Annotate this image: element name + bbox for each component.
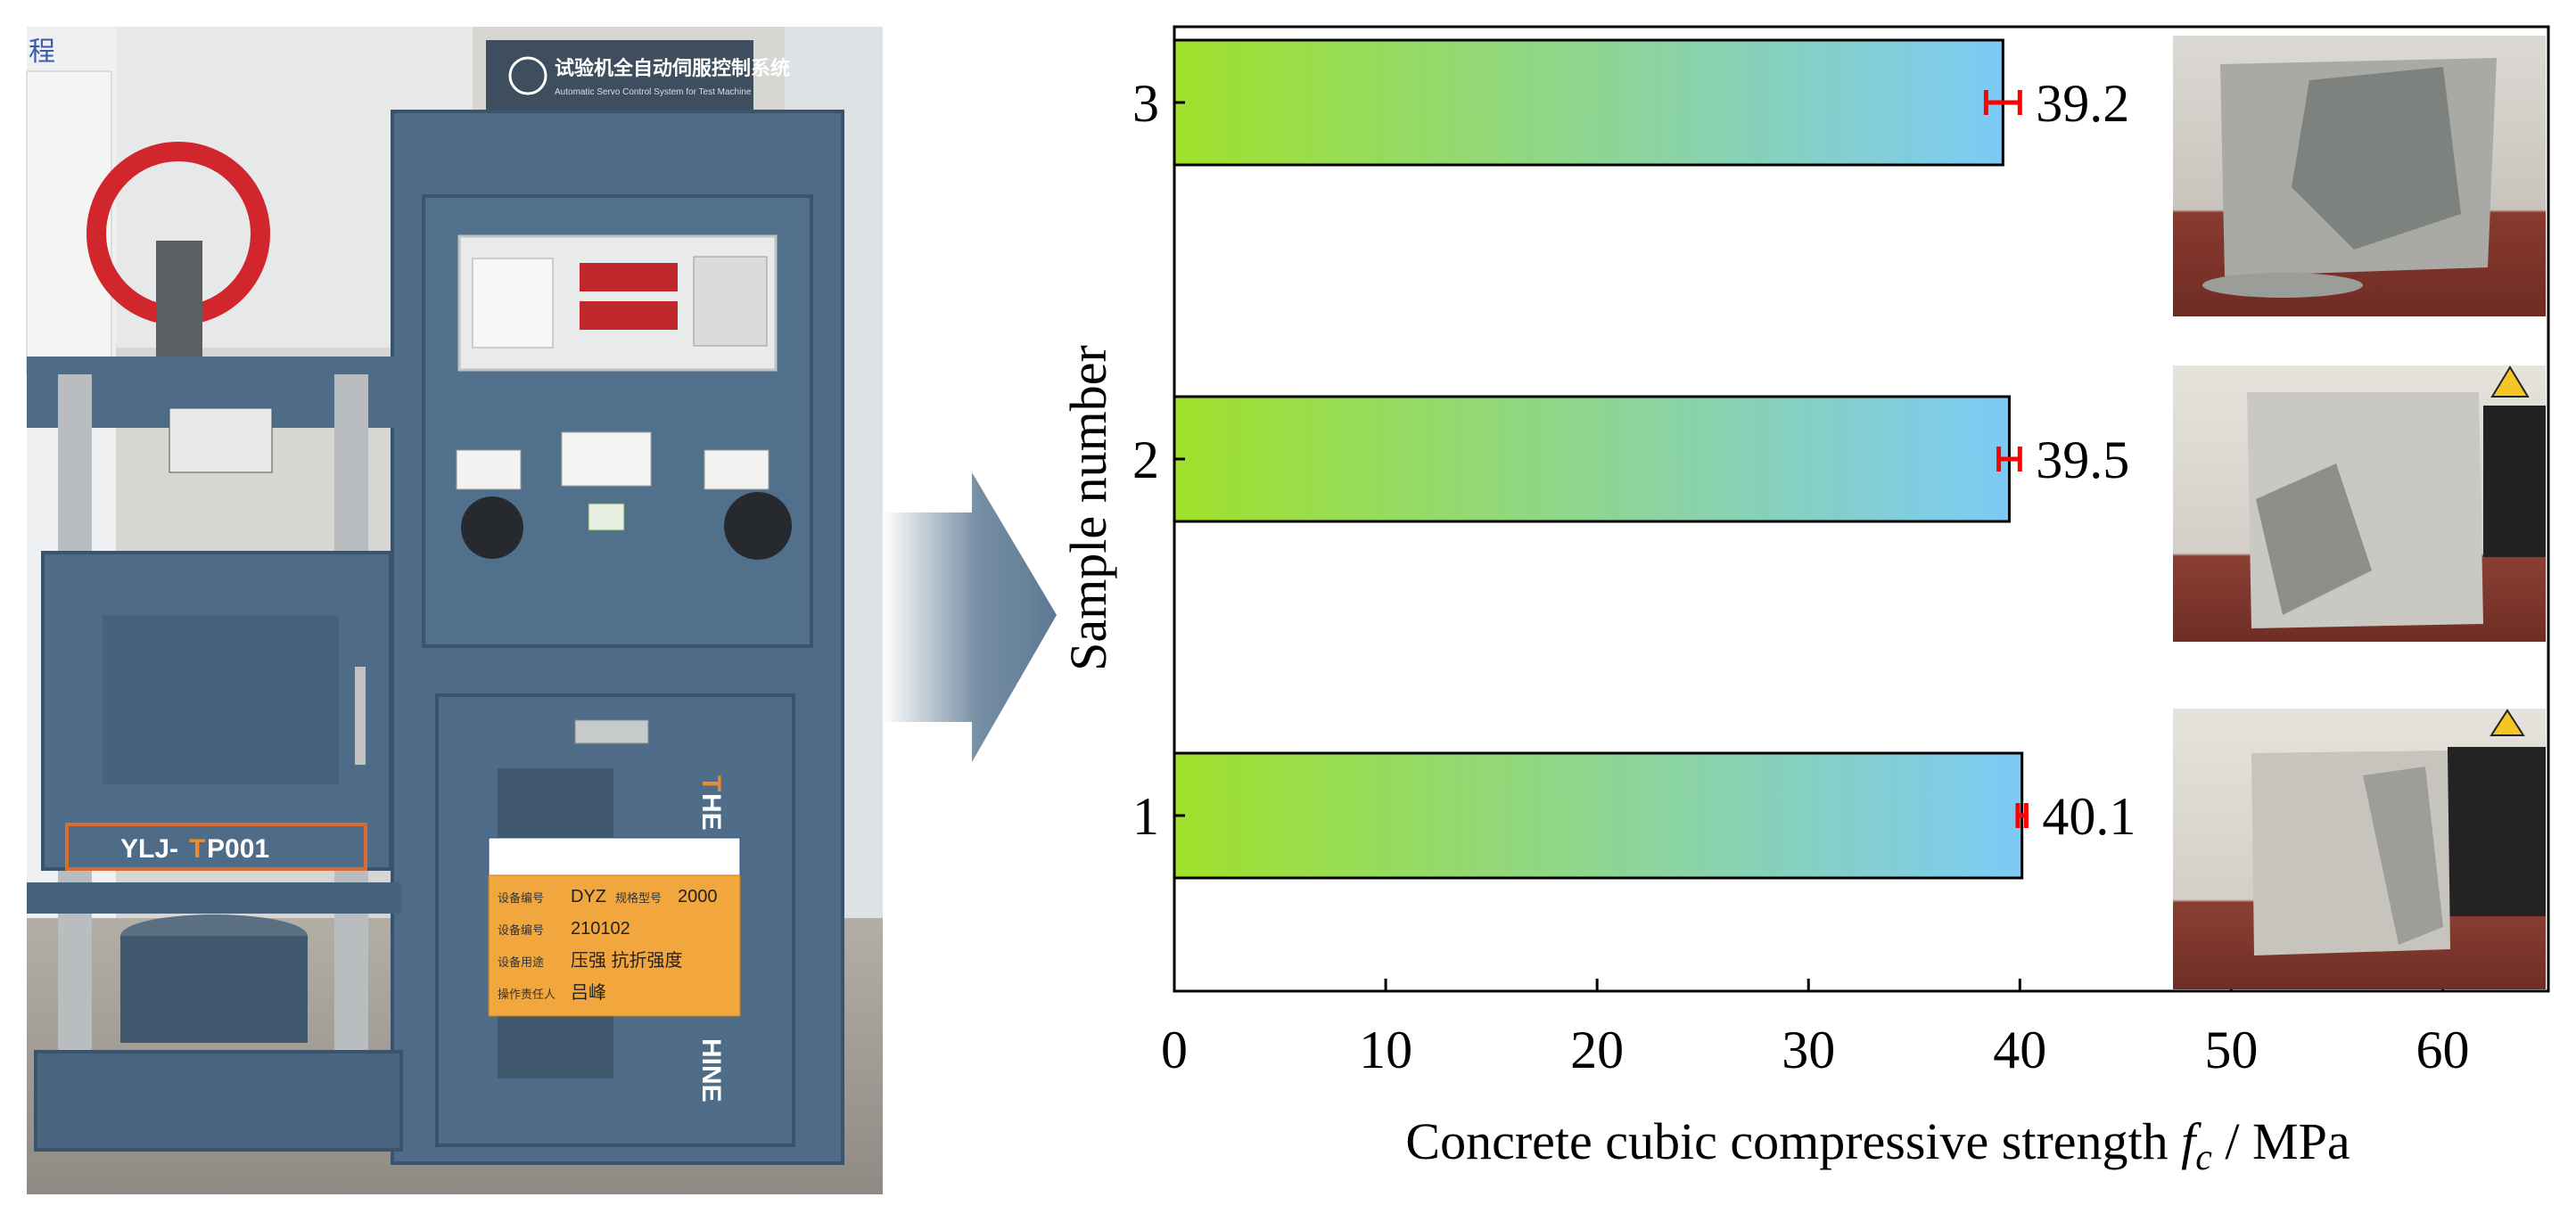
equipment-tag: [488, 874, 741, 1017]
specimen-photo-3: [2173, 36, 2546, 316]
x-axis-label-sub: c: [2195, 1137, 2212, 1178]
tag-header: [488, 837, 741, 876]
gauge-left: [456, 449, 522, 490]
tag-row-value: DYZ: [571, 887, 606, 906]
nameplate: [169, 407, 273, 473]
tag-row-value: 210102: [571, 919, 630, 939]
warning-sign-icon-1: [2490, 709, 2525, 736]
knob-left: [461, 496, 523, 559]
equipment-tag-rows: 设备编号 DYZ 规格型号 2000 设备编号 210102 设备用途 压强 抗折强度操作责任…: [498, 887, 718, 1003]
tag-row-label-2: 规格型号: [615, 891, 662, 905]
wall-poster-char: 程: [29, 37, 55, 67]
bar-sample-3: [1173, 38, 2004, 167]
door-vent-bottom: [498, 1007, 613, 1078]
compression-press: YLJ- T P001: [27, 142, 403, 1152]
x-tick-label-60: 60: [2416, 1021, 2469, 1079]
bar-sample-2: [1173, 395, 2011, 523]
knob-right: [724, 492, 792, 560]
y-tick-label-1: 1: [1132, 787, 1159, 846]
controller-keypad: [693, 256, 768, 347]
tag-row-label: 设备用途: [498, 955, 544, 969]
side-text-accent: T: [696, 775, 726, 791]
green-label: [588, 503, 625, 531]
x-tick-label-10: 10: [1359, 1021, 1412, 1079]
controller-display-bottom: [580, 301, 678, 330]
side-text-rest: HE: [696, 793, 726, 831]
side-text-bottom: HINE: [696, 1038, 726, 1103]
tag-row-label: 操作责任人: [498, 988, 556, 1001]
x-tick-label-50: 50: [2204, 1021, 2258, 1079]
x-axis-label: Concrete cubic compressive strength fc /…: [1405, 1112, 2350, 1178]
frame-label-accent: T: [189, 834, 205, 864]
tag-row-value: 压强 抗折强度: [571, 950, 683, 971]
instruction-label: [561, 431, 652, 487]
testing-machine-photo: 程 试验机全自动伺服控制系统 Automatic Servo Control S…: [26, 27, 883, 1194]
cabinet-top-sign: [486, 40, 753, 111]
specimen-3-crack-face: [2292, 67, 2461, 250]
y-tick-label-2: 2: [1132, 430, 1159, 489]
door-vent-top: [498, 768, 613, 840]
control-cabinet: 试验机全自动伺服控制系统 Automatic Servo Control Sys…: [391, 40, 844, 1165]
y-axis-label: Sample number: [1059, 345, 1117, 671]
value-label-sample-2: 39.5: [2036, 430, 2129, 489]
specimen-2-bag: [2483, 406, 2546, 557]
x-axis-label-unit: / MPa: [2212, 1112, 2350, 1170]
transition-arrow: [883, 472, 1057, 762]
tag-row-label: 设备编号: [498, 891, 544, 905]
guard-perforated-panel: [103, 615, 339, 784]
bars-group: 39.2 39.5 40.1: [1173, 38, 2136, 880]
x-axis-label-main: Concrete cubic compressive strength: [1405, 1112, 2181, 1170]
controller-display-top: [580, 263, 678, 291]
door-handle: [574, 719, 649, 744]
value-label-sample-1: 40.1: [2042, 787, 2136, 846]
specimen-photo-2: [2173, 365, 2546, 642]
lower-platen: [27, 882, 401, 914]
cabinet-sign-subtitle: Automatic Servo Control System for Test …: [555, 87, 752, 97]
cabinet-sign-title: 试验机全自动伺服控制系统: [555, 57, 790, 79]
press-base: [34, 1050, 403, 1152]
value-label-sample-3: 39.2: [2036, 74, 2129, 133]
specimen-3-debris: [2202, 273, 2363, 298]
x-tick-label-30: 30: [1782, 1021, 1835, 1079]
gauge-right: [704, 449, 770, 490]
specimen-photo-1: [2173, 709, 2546, 989]
frame-label-prefix: YLJ-: [120, 834, 178, 864]
tag-row-label: 设备编号: [498, 923, 544, 937]
cabinet-logo-icon: [508, 56, 547, 95]
y-ticks-group: 3 2 1: [1132, 74, 1185, 846]
y-tick-label-3: 3: [1132, 74, 1159, 133]
specimen-2-crack-face: [2256, 463, 2372, 615]
x-tick-label-40: 40: [1993, 1021, 2046, 1079]
bar-sample-1: [1173, 751, 2024, 880]
specimen-photos: [2173, 36, 2546, 989]
guard-label-strip: [65, 823, 367, 871]
frame-label-suffix: P001: [207, 834, 269, 864]
specimen-1-bag: [2448, 747, 2546, 916]
tag-row-value: 吕峰: [571, 982, 606, 1003]
piston-cylinder: [120, 936, 308, 1043]
controller-printer: [472, 258, 554, 348]
x-ticks-group: 0 10 20 30 40 50 60: [1161, 979, 2469, 1079]
warning-sign-icon-2: [2490, 365, 2530, 398]
tag-row-value-2: 2000: [678, 887, 718, 906]
x-tick-label-20: 20: [1570, 1021, 1624, 1079]
specimen-1-crack-face: [2363, 767, 2443, 945]
guard-handle: [355, 667, 366, 765]
x-tick-label-0: 0: [1161, 1021, 1188, 1079]
